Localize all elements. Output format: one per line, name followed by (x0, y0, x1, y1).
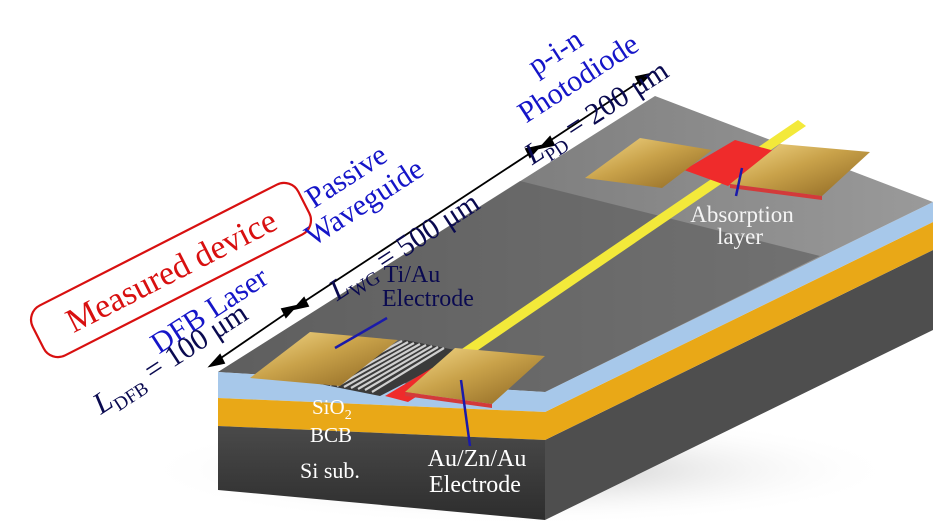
layer-label: layer (717, 224, 763, 249)
dimension-arrows (207, 72, 653, 368)
bcb-label: BCB (310, 423, 352, 447)
absorption-pointer (734, 167, 744, 197)
waveguide-stripe (428, 120, 806, 376)
ti-au-label: Ti/Au (384, 262, 440, 288)
dfb-electrode-right (405, 348, 545, 404)
front-face-substrate (218, 426, 545, 520)
right-side-sio2 (545, 202, 933, 412)
measured-device-box (29, 181, 313, 359)
pd-electrode-right (730, 144, 870, 196)
electrode-top-label: Electrode (382, 286, 474, 312)
si-sub-label: Si sub. (300, 458, 360, 483)
dfb-electrode-right-edge (405, 392, 492, 408)
dfb-electrode-left (250, 332, 398, 386)
sio2-label: SiO2 (312, 395, 352, 423)
absorption-region (684, 140, 778, 186)
electrode-bottom-label: Electrode (429, 472, 521, 498)
right-side-substrate (545, 250, 933, 520)
pd-electrode-left (585, 138, 712, 188)
au-zn-au-pointer (459, 379, 472, 447)
au-zn-au-label: Au/Zn/Au (428, 446, 527, 472)
pd-electrode-right-edge (730, 184, 822, 200)
absorption-label: Absorption (690, 202, 794, 227)
right-side-bcb (545, 222, 933, 440)
ti-au-pointer (334, 316, 388, 350)
